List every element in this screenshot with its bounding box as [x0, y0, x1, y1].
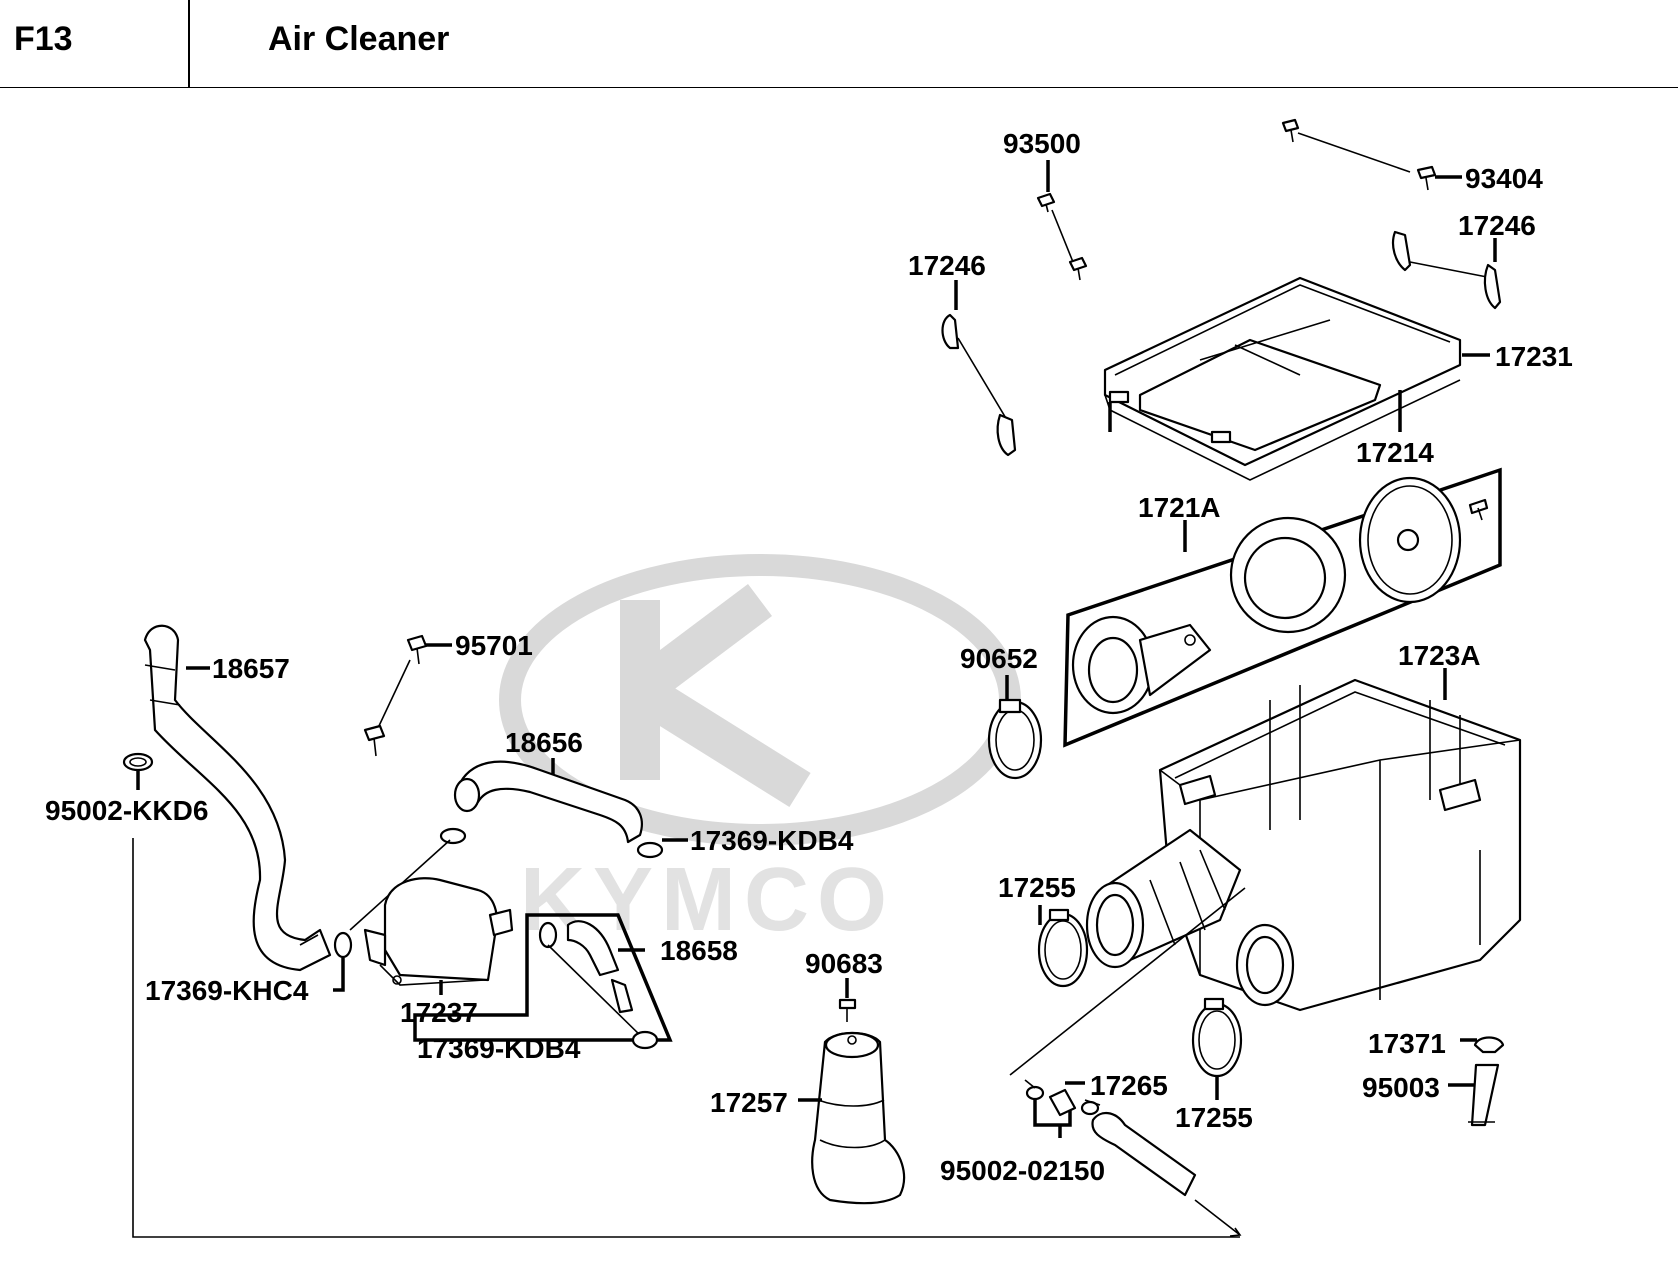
callout-17246-left: 17246: [908, 250, 986, 281]
hose-routing-line: [132, 838, 1240, 1238]
air-cleaner-case: [1158, 678, 1522, 1012]
callout-90683: 90683: [805, 948, 883, 979]
callout-93500: 93500: [1003, 128, 1081, 159]
page-header: F13 Air Cleaner: [0, 0, 1678, 88]
air-cleaner-outlet-duct: [1085, 828, 1295, 1007]
cover-clip-right: [1391, 230, 1502, 310]
drain-routing-leader: [1009, 887, 1246, 1237]
drain-hose: [1091, 1112, 1197, 1197]
callout-17231: 17231: [1495, 341, 1573, 372]
bolt-95701: [363, 634, 428, 757]
air-cleaner-cover: [1103, 276, 1462, 481]
breather-hose-18656: [453, 760, 643, 844]
callout-17255-upper: 17255: [998, 872, 1076, 903]
callout-17257: 17257: [710, 1087, 788, 1118]
callout-18658: 18658: [660, 935, 738, 966]
screw-90683: [838, 998, 857, 1022]
callout-95003: 95003: [1362, 1072, 1440, 1103]
callout-18656: 18656: [505, 727, 583, 758]
filter-intake-funnel: [1071, 615, 1212, 715]
section-code: F13: [14, 20, 73, 58]
breather-hose-18657: [143, 624, 332, 972]
callout-18657: 18657: [212, 653, 290, 684]
drain-plug-17371: [1473, 1036, 1505, 1054]
callout-93404: 93404: [1465, 163, 1543, 194]
page-title: Air Cleaner: [268, 20, 450, 58]
callout-17371: 17371: [1368, 1028, 1446, 1059]
filter-element: [1229, 516, 1347, 634]
screw-93404: [1281, 118, 1437, 191]
hose-clamp-17255-lower: [1191, 997, 1243, 1078]
filter-kit-outline: [1063, 467, 1502, 748]
hose-clip-95002-KKD6: [122, 752, 154, 772]
breather-case-17237: [363, 877, 514, 986]
callout-1721A: 1721A: [1138, 492, 1221, 523]
drain-joint-17265: [1024, 1079, 1101, 1117]
callout-1723A: 1723A: [1398, 640, 1481, 671]
callout-17369-KHC4: 17369-KHC4: [145, 975, 309, 1006]
callout-17214: 17214: [1356, 437, 1434, 468]
drain-hose-18658: [538, 920, 659, 1050]
drain-elbow-17257: [811, 1031, 905, 1205]
screw-93500: [1036, 192, 1088, 281]
callout-95002-02150: 95002-02150: [940, 1155, 1105, 1186]
callout-17369-KDB4-boxed: 17369-KDB4: [417, 1033, 581, 1064]
header-divider: [188, 0, 190, 88]
kymco-watermark: KYMCO: [499, 554, 1021, 950]
filter-screw: [1468, 498, 1489, 521]
callout-90652: 90652: [960, 643, 1038, 674]
filter-cover-plate: [1358, 476, 1462, 604]
drain-tube-95003: [1468, 1063, 1500, 1127]
callout-17246-right: 17246: [1458, 210, 1536, 241]
hose-clip-17369-KHC4: [333, 931, 353, 959]
drain-kit-outline: [413, 913, 673, 1042]
hose-clip-17369-KDB4-top: [636, 841, 664, 859]
callout-17265: 17265: [1090, 1070, 1168, 1101]
callout-95701: 95701: [455, 630, 533, 661]
callout-95002-KKD6: 95002-KKD6: [45, 795, 208, 826]
callout-17255-lower: 17255: [1175, 1102, 1253, 1133]
callout-17237: 17237: [400, 997, 478, 1028]
leader-lines: [136, 160, 1497, 1138]
hose-clamp-90652: [987, 698, 1043, 780]
cover-clip-left: [941, 313, 1017, 457]
hose-clamp-17255-upper: [1037, 908, 1089, 988]
callout-17369-KDB4-top: 17369-KDB4: [690, 825, 854, 856]
